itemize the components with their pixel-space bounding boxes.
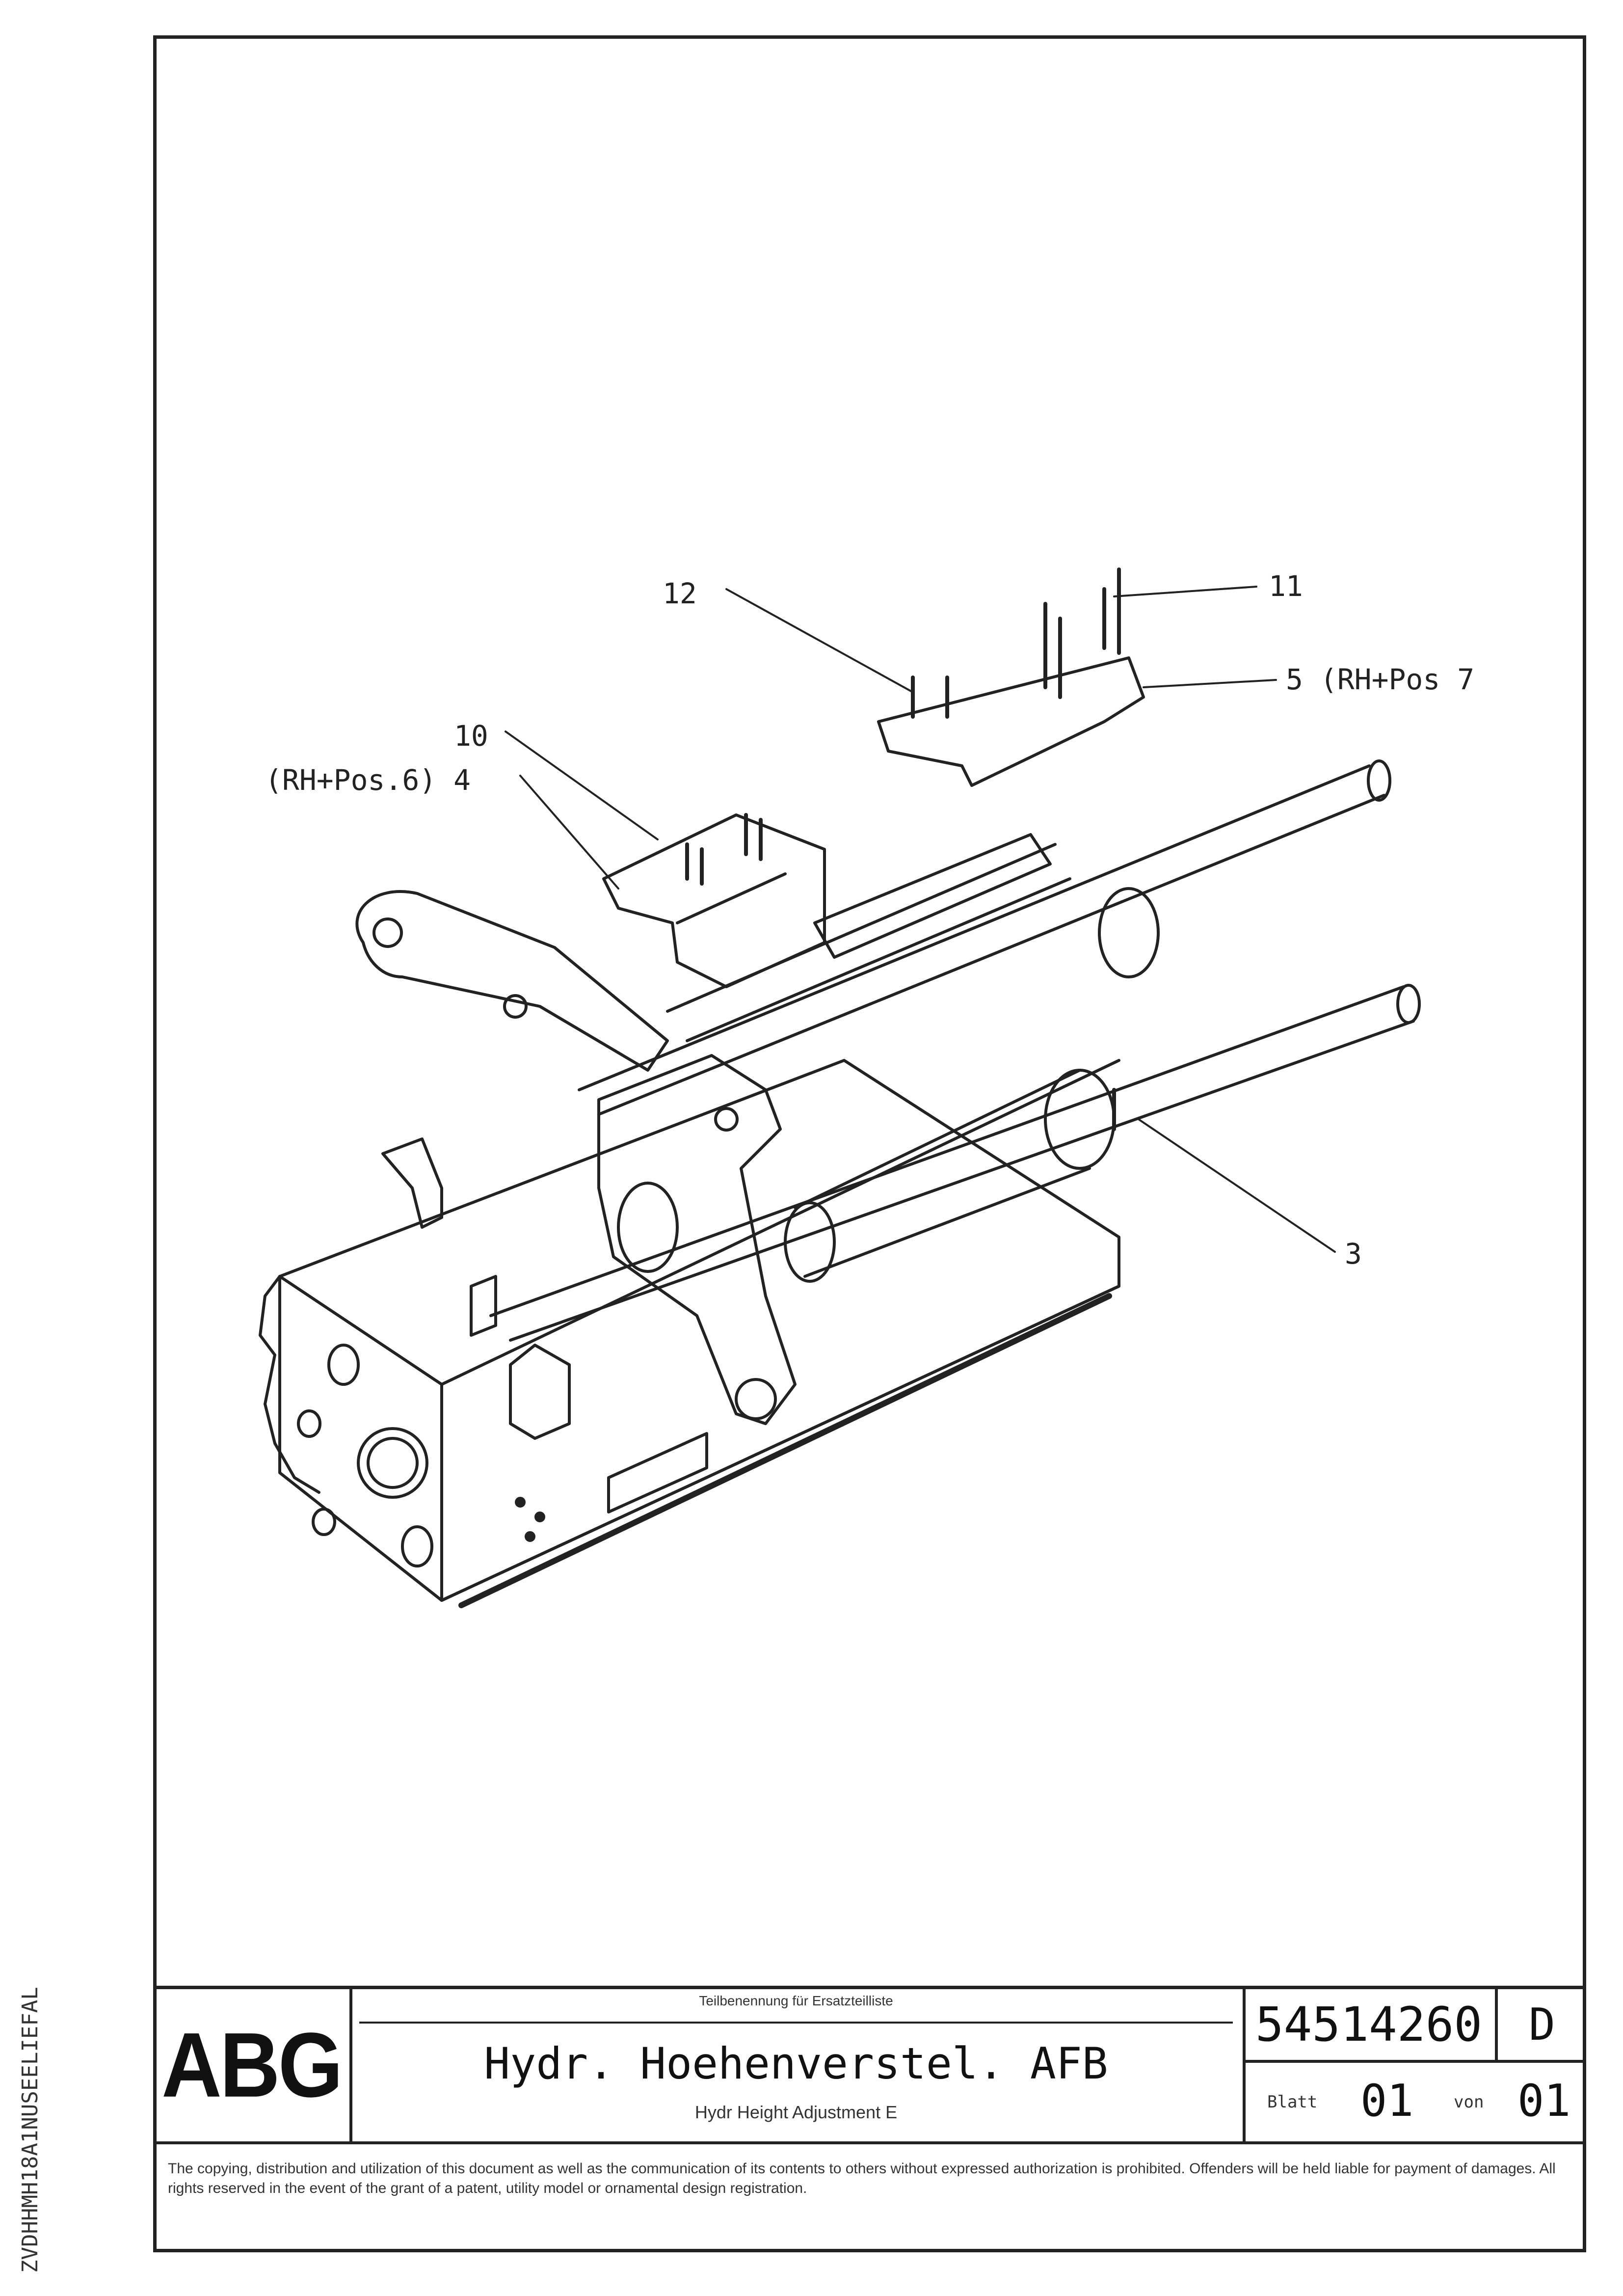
callout-10: 10	[454, 719, 488, 753]
leader-lines	[505, 586, 1336, 1253]
title-area: Teilbenennung für Ersatzteilliste Hydr. …	[349, 1989, 1246, 2141]
drawing-title-english: Hydr Height Adjustment E	[694, 2102, 898, 2122]
abg-logo: ABG	[153, 1989, 352, 2141]
callout-11: 11	[1269, 569, 1303, 603]
title-block: ABG Teilbenennung für Ersatzteilliste Hy…	[153, 1986, 1586, 2252]
sheet-label: Blatt	[1267, 2092, 1318, 2112]
bolts	[685, 567, 1121, 1131]
bracket-right	[877, 656, 1145, 787]
small-clip	[381, 1137, 443, 1229]
of-label: von	[1454, 2092, 1484, 2112]
logo-text: ABG	[161, 2014, 343, 2117]
drawing-title: Hydr. Hoehenverstel. AFB	[484, 2038, 1108, 2089]
bracket-left	[602, 813, 826, 988]
document-number: 54514260	[1243, 1989, 1498, 2063]
callout-4: (RH+Pos.6) 4	[265, 763, 471, 797]
title-subheading: Teilbenennung für Ersatzteilliste	[699, 1993, 893, 2008]
lever-link	[597, 1054, 797, 1425]
callout-5: 5 (RH+Pos 7	[1286, 663, 1475, 696]
frame-housing	[259, 1059, 1120, 1608]
callout-3: 3	[1345, 1237, 1362, 1270]
upper-rod	[578, 759, 1391, 1116]
sheet-row: Blatt 01 von 01	[1243, 2063, 1586, 2141]
sheet-total: 01	[1517, 2075, 1571, 2127]
subheading-divider	[359, 2022, 1233, 2024]
doc-info: 54514260 D Blatt 01 von 01	[1243, 1989, 1586, 2141]
arm-plate	[355, 890, 669, 1072]
side-reference-code: ZVDHHMH18A1NUSEELIEFAL	[18, 1987, 43, 2273]
lower-rod	[489, 984, 1421, 1342]
revision-letter: D	[1498, 1989, 1586, 2063]
sheet-number: 01	[1360, 2075, 1414, 2127]
drawing-frame	[153, 35, 1586, 2252]
callout-12: 12	[663, 577, 697, 610]
legal-notice: The copying, distribution and utilizatio…	[153, 2141, 1586, 2256]
